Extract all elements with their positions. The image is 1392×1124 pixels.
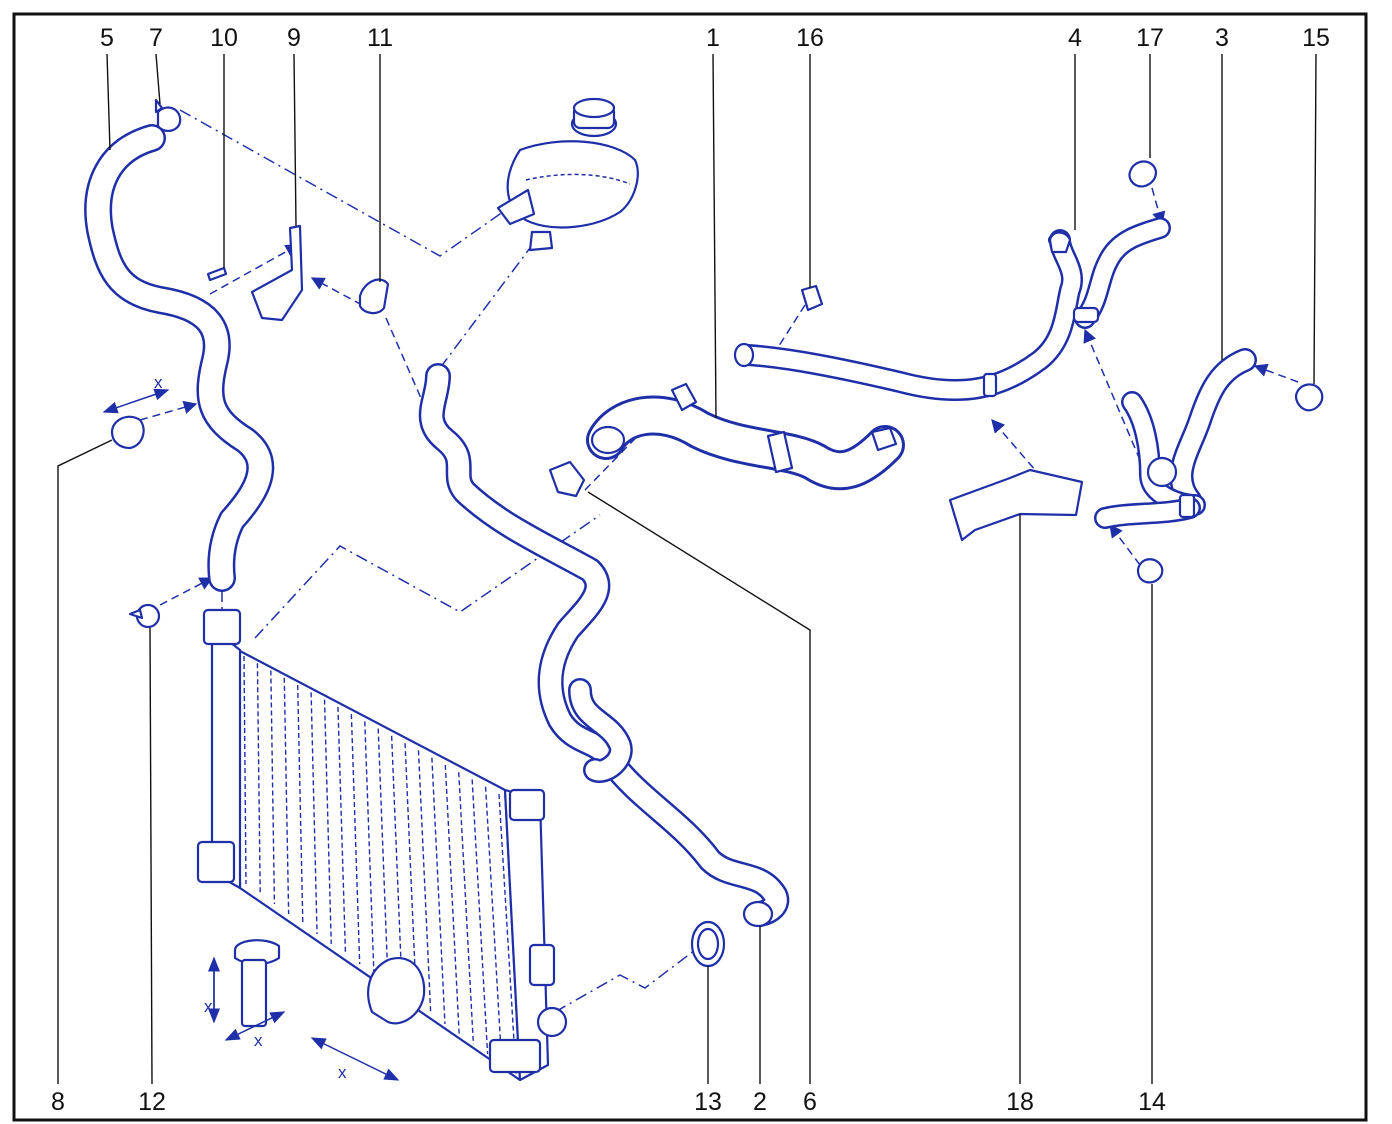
callout-15-number: 15 [1302,24,1330,52]
dimension-label-x-1: x [204,997,213,1016]
small-parts [110,98,1324,968]
callout-14-number: 14 [1138,1088,1166,1116]
bolt-detail: x x [204,939,286,1050]
callout-18-number: 18 [1006,1088,1034,1116]
callout-5-leader-line [106,53,111,151]
callout-3-number: 3 [1215,24,1229,52]
callout-1-number: 1 [706,24,720,52]
radiator-fin [243,655,247,885]
hose-6 [418,363,790,927]
radiator-fin [404,743,418,1005]
clamp-detail: x [310,957,426,1082]
radiator-fin [256,663,261,895]
callout-6-leader-line [587,491,811,1084]
callout-4-number: 4 [1068,24,1082,52]
radiator-fin [390,735,404,995]
dimension-label-x-3: x [338,1063,347,1082]
radiator-fin [484,786,503,1065]
callout-6-number: 6 [803,1088,817,1116]
hose-16 [733,217,1171,402]
radiator-fin [417,750,432,1015]
diagram-frame [12,12,1368,1122]
radiator-fin [431,757,446,1025]
radiator-fin [377,728,389,985]
radiator-fin [498,793,517,1075]
callout-8-number: 8 [51,1088,65,1116]
clamp-8-detail: x [102,373,170,414]
dimension-label-x-4: x [154,373,163,392]
callout-13-number: 13 [694,1088,722,1116]
hose-1 [586,395,905,491]
radiator-fin [471,779,489,1055]
callout-11-number: 11 [367,24,393,52]
radiator-fin [350,714,361,965]
callout-2-number: 2 [753,1088,767,1116]
callout-12-number: 12 [138,1088,166,1116]
callout-9-number: 9 [287,24,301,52]
callout-12-leader-line [149,627,153,1085]
radiator [196,608,568,1082]
radiator-fin [323,699,332,945]
callout-15-leader-line [1313,53,1317,385]
radiator-fin [364,721,375,975]
callout-9-leader-line [293,53,297,227]
callout-17-number: 17 [1136,24,1164,52]
radiator-fin [270,670,276,905]
callout-5-number: 5 [100,24,114,52]
callout-10-number: 10 [210,24,238,52]
expansion-tank [496,97,639,252]
callout-16-number: 16 [796,24,824,52]
hose-5 [84,124,275,592]
radiator-fin [283,677,290,915]
radiator-fin [444,764,460,1035]
radiator-fin [337,706,347,955]
dimension-label-x-2: x [254,1031,263,1050]
radiator-fin [310,692,318,935]
callout-7-leader-line [155,53,161,105]
callout-1-leader-line [712,53,717,419]
radiator-fin [458,772,475,1045]
callout-8-leader-line [57,439,113,1084]
callout-7-number: 7 [149,24,163,52]
hose-3 [1094,348,1257,529]
